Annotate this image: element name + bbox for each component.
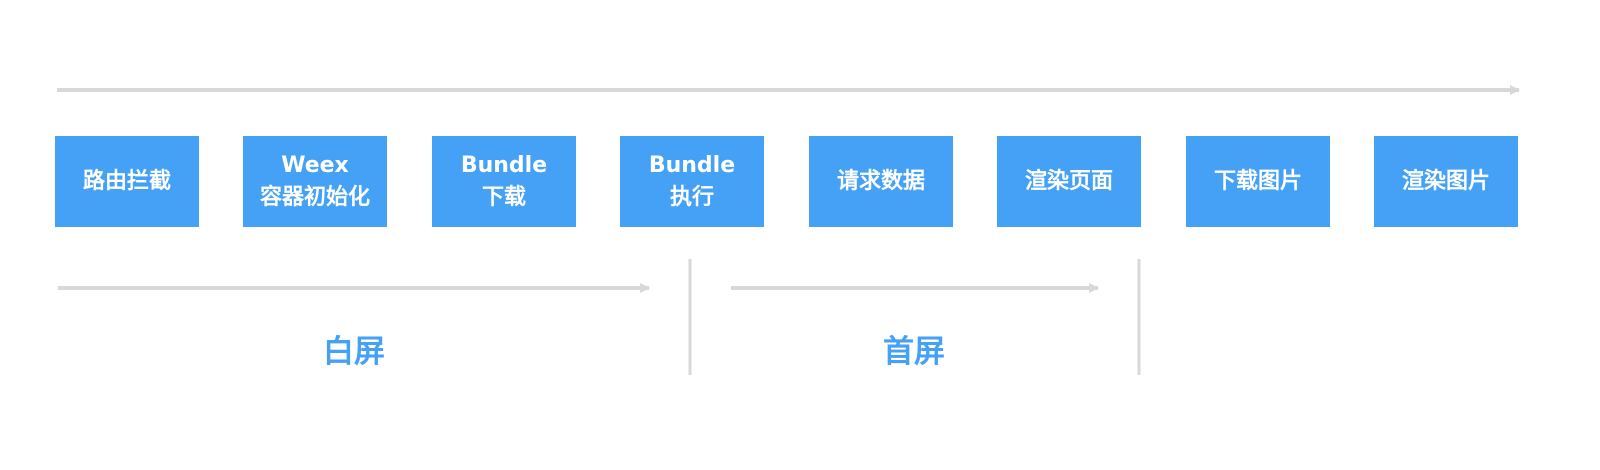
step-request-data: 请求数据 [809, 136, 953, 227]
step-label: 下载图片 [1213, 168, 1302, 194]
step-label-line2: 容器初始化 [259, 184, 370, 210]
step-label: 渲染页面 [1024, 168, 1113, 194]
step-weex-container-init: Weex 容器初始化 [243, 136, 387, 227]
phase-label-white-screen: 白屏 [323, 334, 385, 370]
step-label-line1: Bundle [460, 152, 548, 178]
step-render-page: 渲染页面 [997, 136, 1141, 227]
step-render-images: 渲染图片 [1374, 136, 1518, 227]
step-bundle-download: Bundle 下载 [432, 136, 576, 227]
step-label-line1: Bundle [648, 152, 736, 178]
step-bundle-execute: Bundle 执行 [620, 136, 764, 227]
step-download-images: 下载图片 [1186, 136, 1330, 227]
step-label: 路由拦截 [82, 168, 171, 194]
phase-label-first-screen: 首屏 [883, 334, 945, 370]
step-label-line1: Weex [281, 152, 349, 178]
step-label: 渲染图片 [1401, 168, 1490, 194]
step-label-line2: 下载 [481, 184, 526, 210]
step-route-intercept: 路由拦截 [55, 136, 199, 227]
step-label-line2: 执行 [669, 184, 714, 210]
step-label: 请求数据 [836, 168, 925, 194]
